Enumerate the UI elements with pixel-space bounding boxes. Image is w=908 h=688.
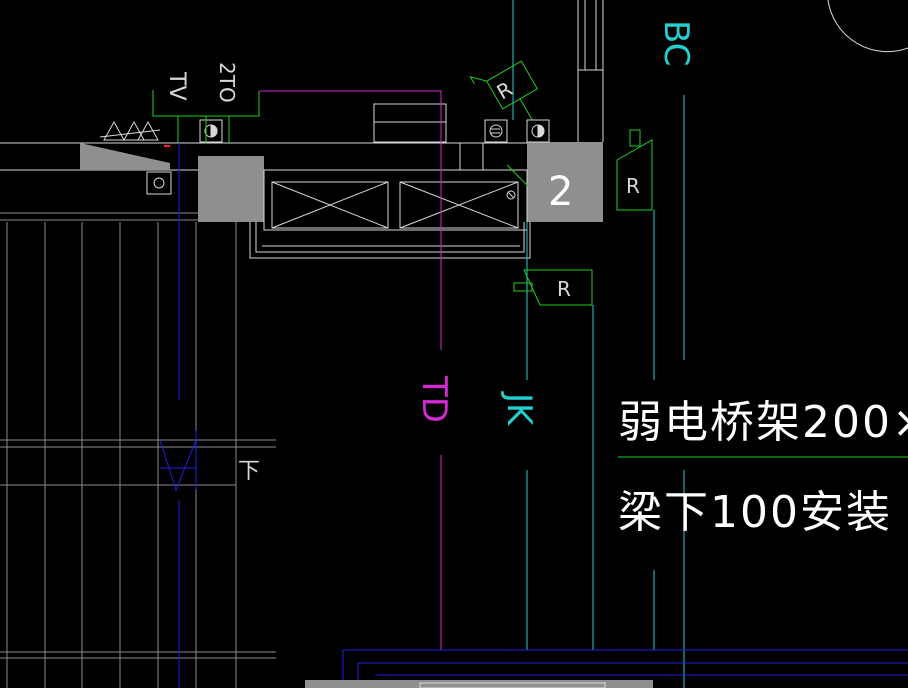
beam-wedge xyxy=(80,143,170,170)
riser-r-label-3: R xyxy=(557,277,571,301)
stair-lines xyxy=(0,212,276,688)
column-left xyxy=(198,156,264,222)
tv-label: TV xyxy=(164,71,189,101)
sprinkler-icon xyxy=(99,120,161,141)
blue-cable-routes xyxy=(159,143,908,688)
jk-label: JK xyxy=(499,391,539,427)
green-diagonal xyxy=(506,164,529,187)
bottom-gray-bar xyxy=(305,680,653,688)
outlet-icon xyxy=(484,119,508,143)
riser-tag-icon xyxy=(513,269,593,306)
td-cable-route xyxy=(259,90,442,350)
cyan-cable-routes xyxy=(512,0,685,688)
outlet-icon xyxy=(146,171,172,195)
column-right xyxy=(527,142,603,222)
tv-outlet-symbol xyxy=(152,90,207,143)
two-to-label: 2TO xyxy=(215,62,239,103)
down-arrow-label: 下 xyxy=(238,459,260,484)
note-line-1: 弱电桥架200× xyxy=(618,397,908,448)
duct-equipment xyxy=(249,103,531,259)
outlet-icon xyxy=(199,119,223,143)
note-line-2: 梁下100安装 xyxy=(618,487,892,538)
column-number: 2 xyxy=(548,169,573,215)
outlet-icon xyxy=(526,119,550,143)
door-swing-arc xyxy=(827,0,908,53)
bottom-bar-inner xyxy=(419,682,606,688)
wall-lines-top xyxy=(577,0,604,142)
td-label: TD xyxy=(414,375,454,423)
bc-label: BC xyxy=(656,20,696,66)
duct-damper-icon xyxy=(506,190,516,200)
riser-tag-icon xyxy=(469,60,539,120)
riser-tag-icon xyxy=(616,129,653,211)
riser-r-label-2: R xyxy=(626,174,640,198)
to-outlet-symbol xyxy=(206,91,260,143)
